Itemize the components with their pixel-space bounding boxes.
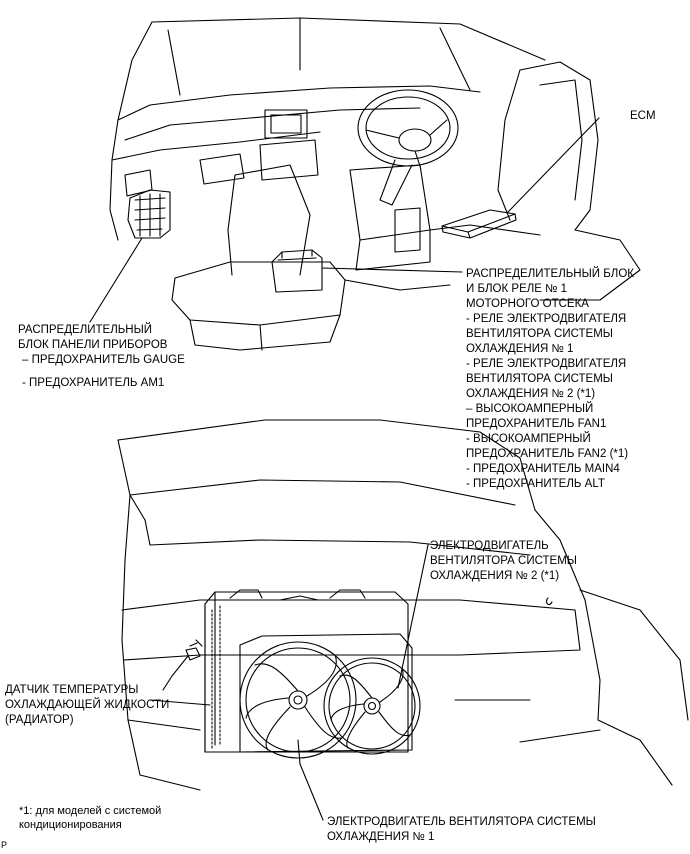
ip-block-title-line-1: РАСПРЕДЕЛИТЕЛЬНЫЙ <box>18 324 153 336</box>
instrument-panel-junction-block-label: РАСПРЕДЕЛИТЕЛЬНЫЙ БЛОК ПАНЕЛИ ПРИБОРОВ –… <box>18 323 185 391</box>
engine-block-line: ПРЕДОХРАНИТЕЛЬ FAN1 <box>466 418 607 430</box>
engine-block-line: И БЛОК РЕЛЕ № 1 <box>466 283 568 295</box>
engine-block-line: - РЕЛЕ ЭЛЕКТРОДВИГАТЕЛЯ <box>466 358 627 370</box>
coolant-temperature-sensor-label: ДАТЧИК ТЕМПЕРАТУРЫ ОХЛАЖДАЮЩЕЙ ЖИДКОСТИ … <box>5 683 169 728</box>
fan-motor-2-line: ВЕНТИЛЯТОРА СИСТЕМЫ <box>430 555 577 567</box>
cabin-interior-drawing <box>89 17 641 351</box>
engine-block-line: ОХЛАЖДЕНИЯ № 2 (*1) <box>466 388 596 400</box>
fan-motor-2-line: ЭЛЕКТРОДВИГАТЕЛЬ <box>430 540 549 552</box>
engine-block-line: - ВЫСОКОАМПЕРНЫЙ <box>466 433 591 445</box>
temp-sensor-line: ДАТЧИК ТЕМПЕРАТУРЫ <box>5 684 139 696</box>
engine-block-line: РАСПРЕДЕЛИТЕЛЬНЫЙ БЛОК <box>466 268 634 280</box>
engine-block-line: - РЕЛЕ ЭЛЕКТРОДВИГАТЕЛЯ <box>466 313 627 325</box>
ecm-label: ECM <box>630 110 656 122</box>
front-end-drawing <box>117 419 689 821</box>
corner-mark: P <box>1 840 8 850</box>
am1-fuse-item: - ПРЕДОХРАНИТЕЛЬ AM1 <box>22 377 165 389</box>
gauge-fuse-item: – ПРЕДОХРАНИТЕЛЬ GAUGE <box>22 354 185 366</box>
engine-block-line: МОТОРНОГО ОТСЕКА <box>466 298 589 310</box>
temp-sensor-line: ОХЛАЖДАЮЩЕЙ ЖИДКОСТИ <box>5 699 170 711</box>
footnote: *1: для моделей с системой кондициониров… <box>19 804 161 832</box>
fan-motor-1-line: ОХЛАЖДЕНИЯ № 1 <box>327 831 435 843</box>
fan-motor-2-line: ОХЛАЖДЕНИЯ № 2 (*1) <box>430 570 560 582</box>
engine-block-line: ВЕНТИЛЯТОРА СИСТЕМЫ <box>466 328 613 340</box>
fan-motor-1-line: ЭЛЕКТРОДВИГАТЕЛЬ ВЕНТИЛЯТОРА СИСТЕМЫ <box>327 816 596 828</box>
engine-block-line: ПРЕДОХРАНИТЕЛЬ FAN2 (*1) <box>466 448 629 460</box>
engine-room-junction-block-label: РАСПРЕДЕЛИТЕЛЬНЫЙ БЛОК И БЛОК РЕЛЕ № 1 М… <box>466 267 634 492</box>
cooling-fan-motor-1-label: ЭЛЕКТРОДВИГАТЕЛЬ ВЕНТИЛЯТОРА СИСТЕМЫ ОХЛ… <box>327 815 596 845</box>
engine-block-line: - ПРЕДОХРАНИТЕЛЬ MAIN4 <box>466 463 620 475</box>
engine-block-line: ВЕНТИЛЯТОРА СИСТЕМЫ <box>466 373 613 385</box>
ip-block-title-line-2: БЛОК ПАНЕЛИ ПРИБОРОВ <box>18 339 168 351</box>
engine-block-line: – ВЫСОКОАМПЕРНЫЙ <box>466 403 594 415</box>
engine-block-line: - ПРЕДОХРАНИТЕЛЬ ALT <box>466 478 605 490</box>
footnote-line: *1: для моделей с системой <box>19 805 162 817</box>
cooling-fan-motor-2-label: ЭЛЕКТРОДВИГАТЕЛЬ ВЕНТИЛЯТОРА СИСТЕМЫ ОХЛ… <box>430 539 577 584</box>
temp-sensor-line: (РАДИАТОР) <box>5 714 74 726</box>
engine-block-line: ОХЛАЖДЕНИЯ № 1 <box>466 343 574 355</box>
footnote-line: кондиционирования <box>19 819 122 831</box>
